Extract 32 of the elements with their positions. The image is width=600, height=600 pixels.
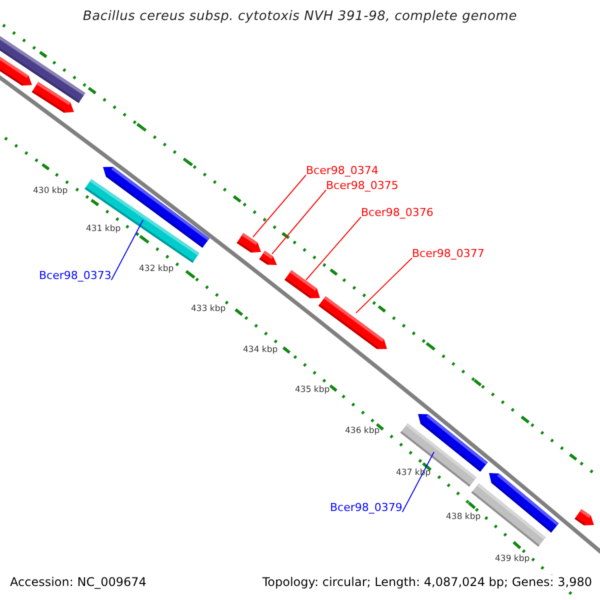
gene-label: Bcer98_0375 bbox=[326, 179, 398, 192]
leader-line bbox=[356, 258, 412, 314]
gene-feature bbox=[32, 82, 74, 113]
gene-feature bbox=[574, 509, 594, 526]
scale-label: 432 kbp bbox=[139, 264, 174, 274]
gene-label: Bcer98_0374 bbox=[306, 164, 378, 177]
scale-label: 439 kbp bbox=[495, 554, 530, 564]
gene-bar bbox=[84, 179, 200, 263]
scale-label: 434 kbp bbox=[243, 345, 278, 355]
gene-feature bbox=[236, 233, 261, 253]
gene-label: Bcer98_0373 bbox=[39, 269, 112, 282]
scale-label: 430 kbp bbox=[33, 186, 68, 196]
footer-text: Topology: circular; Length: 4,087,024 bp; Genes: 3,980 bbox=[262, 575, 592, 589]
gene-feature bbox=[284, 270, 320, 298]
gene-feature bbox=[318, 296, 387, 350]
gene-feature bbox=[259, 250, 277, 265]
leader-line bbox=[110, 220, 144, 280]
leader-line bbox=[272, 190, 326, 254]
gene-label: Bcer98_0376 bbox=[361, 206, 434, 219]
footer-text: Accession: NC_009674 bbox=[10, 575, 146, 589]
gene-label: Bcer98_0377 bbox=[412, 247, 484, 260]
gene-label: Bcer98_0379 bbox=[330, 501, 402, 514]
scale-label: 436 kbp bbox=[345, 426, 380, 436]
leader-line bbox=[252, 174, 306, 238]
leader-line bbox=[306, 216, 362, 280]
leader-line bbox=[402, 452, 434, 512]
scale-label: 438 kbp bbox=[446, 512, 481, 522]
scale-label: 435 kbp bbox=[295, 385, 330, 395]
scale-label: 431 kbp bbox=[86, 224, 121, 234]
scale-label: 433 kbp bbox=[191, 304, 226, 314]
gene-feature bbox=[0, 54, 32, 86]
title: Bacillus cereus subsp. cytotoxis NVH 391-98, complete genome bbox=[82, 9, 518, 24]
